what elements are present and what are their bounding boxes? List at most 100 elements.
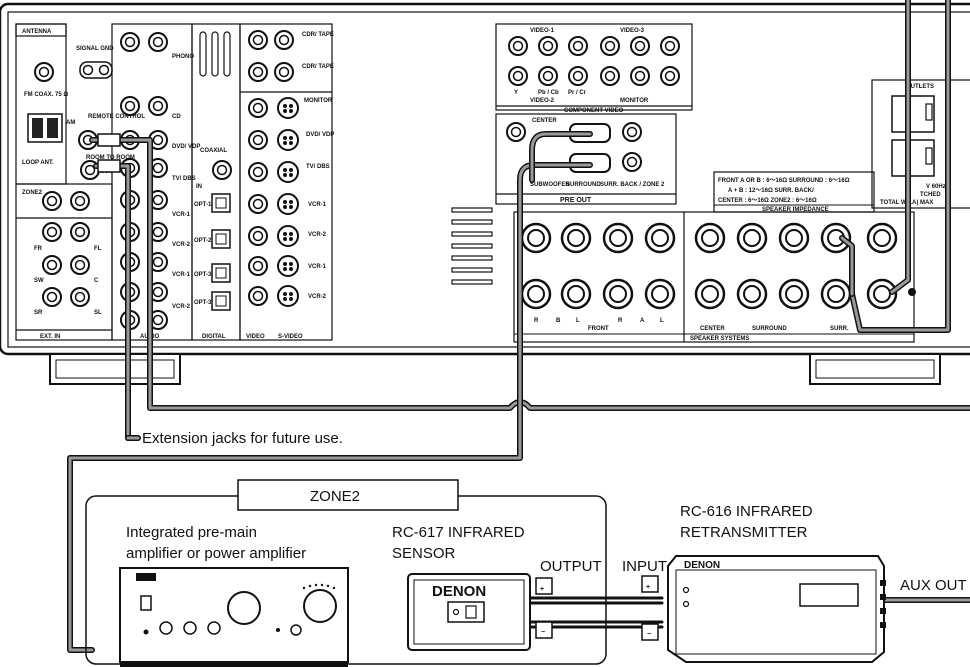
video-section: CDR/ TAPE CDR/ TAPE MONITOR DVD/ VDP TV/… [239,23,334,341]
av-receiver-rear-panel: ANTENNA FM COAX. 75 Ω AM LOOP ANT. SIGNA… [0,2,970,385]
digital-label: DIGITAL [202,334,226,340]
tvdbs-label: TV/ DBS [172,176,196,182]
vcr1-video-out-label: VCR-1 [308,264,327,270]
vents [451,207,493,285]
outlets-label: OUTLETS [906,84,934,90]
surround-spk-label: SURROUND [752,326,787,332]
video3-label: VIDEO-3 [620,28,645,34]
spk-b: B [556,318,561,324]
loop-ant-label: LOOP ANT. [22,160,54,166]
spk-l2: L [660,318,664,324]
sensor-minus-terminal[interactable] [535,621,553,639]
surr-spk-label: SURR. [830,326,849,332]
component-video-section: VIDEO-1 VIDEO-3 Y Pb / Cb Pr / Cr VIDEO-… [495,23,693,114]
retrans-label-line2: RETRANSMITTER [680,524,808,541]
dvd-video-label: DVD/ VDP [306,132,334,138]
sensor-plus-label: + [540,586,544,593]
fm-coax-label: FM COAX. 75 Ω [24,92,68,98]
sl-label: SL [94,310,102,316]
extension-jacks-label: Extension jacks for future use. [142,430,343,447]
cables [67,0,970,653]
ac-line2: TCHED [920,192,941,198]
vcr1-audio-out-label: VCR-1 [172,272,191,278]
retrans-plus-terminal[interactable] [641,575,659,593]
video2-label: VIDEO-2 [530,98,555,104]
vcr2-video-label: VCR-2 [308,232,327,238]
phono-label: PHONO [172,54,194,60]
pb-label: Pb / Cb [538,90,559,96]
remote-control-label: REMOTE CONTROL [88,114,145,120]
vcr2-audio-label: VCR-2 [172,242,191,248]
ext-in-label: EXT. IN [40,334,60,340]
sensor-plus-terminal[interactable] [535,577,553,595]
sensor-label-line2: SENSOR [392,545,456,562]
vcr1-audio-label: VCR-1 [172,212,191,218]
video-label: VIDEO [246,334,265,340]
component-video-label: COMPONENT VIDEO [564,108,624,114]
center-preout-label: CENTER [532,118,557,124]
pr-label: Pr / Cr [568,90,587,96]
center-spk-label: CENTER [700,326,725,332]
video1-label: VIDEO-1 [530,28,555,34]
zone2-out-label: ZONE2 [22,190,43,196]
zone2-title: ZONE2 [310,488,360,505]
speaker-systems-label: SPEAKER SYSTEMS [690,336,749,342]
front-label: FRONT [588,326,609,332]
amp-label-line1: Integrated pre-main [126,524,257,541]
spk-a: A [640,318,645,324]
vcr1-video-label: VCR-1 [308,202,327,208]
surr-back-label: SURR. BACK / ZONE 2 [600,182,665,188]
pre-out-label: PRE OUT [560,197,592,204]
aux-out-label: AUX OUT [900,577,967,594]
svideo-label: S-VIDEO [278,334,303,340]
y-label: Y [514,90,518,96]
amp-label-line2: amplifier or power amplifier [126,545,306,562]
output-label: OUTPUT [540,558,602,575]
impedance-line1: FRONT A OR B : 6～16Ω SURROUND : 6～16Ω [718,178,850,184]
tvdbs-video-label: TV/ DBS [306,164,330,170]
sr-label: SR [34,310,43,316]
opt2-label: OPT-2 [194,238,212,244]
retrans-plus-label: + [646,584,650,591]
retrans-minus-label: − [647,631,651,638]
c-label: C [94,278,99,284]
zone2-box: ZONE2 Integrated pre-main amplifier or p… [85,479,607,665]
spk-l1: L [576,318,580,324]
speaker-systems-section: R B L R A L FRONT CENTER SURROUND SURR. … [513,211,916,343]
spk-r2: R [618,318,623,324]
vcr2-video-out-label: VCR-2 [308,294,327,300]
monitor-label: MONITOR [304,98,333,104]
input-label: INPUT [622,558,667,575]
ac-line1: V 60Hz [926,184,946,190]
comp-monitor-label: MONITOR [620,98,649,104]
sensor-label-line1: RC-617 INFRARED [392,524,525,541]
vcr2-audio-out-label: VCR-2 [172,304,191,310]
subwoofer-label: SUBWOOFER [530,182,570,188]
opt3-out-label: OPT-3 [194,300,212,306]
sensor-brand: DENON [432,583,486,600]
spk-r1: R [534,318,539,324]
integrated-amplifier [119,567,349,667]
sensor-minus-label: − [541,629,545,636]
speaker-impedance-label: SPEAKER IMPEDANCE [762,207,829,213]
rc617-sensor: DENON + − [407,573,553,651]
am-label: AM [66,120,75,126]
surround-preout-label: SURROUND [566,182,601,188]
fm-coax-jack[interactable] [34,62,54,82]
opt1-label: OPT-1 [194,202,212,208]
retrans-minus-terminal[interactable] [641,623,659,641]
cd-label: CD [172,114,181,120]
impedance-line2: A + B : 12～16Ω SURR. BACK/ [728,188,814,194]
cdr-tape-out-label: CDR/ TAPE [302,64,334,70]
antenna-section: ANTENNA FM COAX. 75 Ω AM LOOP ANT. [15,23,75,185]
dvd-label: DVD/ VDP [172,144,200,150]
rc616-retransmitter: INPUT RC-616 INFRARED RETRANSMITTER + − … [622,503,967,663]
antenna-label: ANTENNA [22,29,52,35]
fr-label: FR [34,246,43,252]
signal-gnd-label: SIGNAL GND [76,46,114,52]
cdr-tape-label: CDR/ TAPE [302,32,334,38]
fl-label: FL [94,246,102,252]
coax-in-label: IN [196,184,202,190]
impedance-line3: CENTER : 6～16Ω ZONE2 : 6～16Ω [718,198,817,204]
